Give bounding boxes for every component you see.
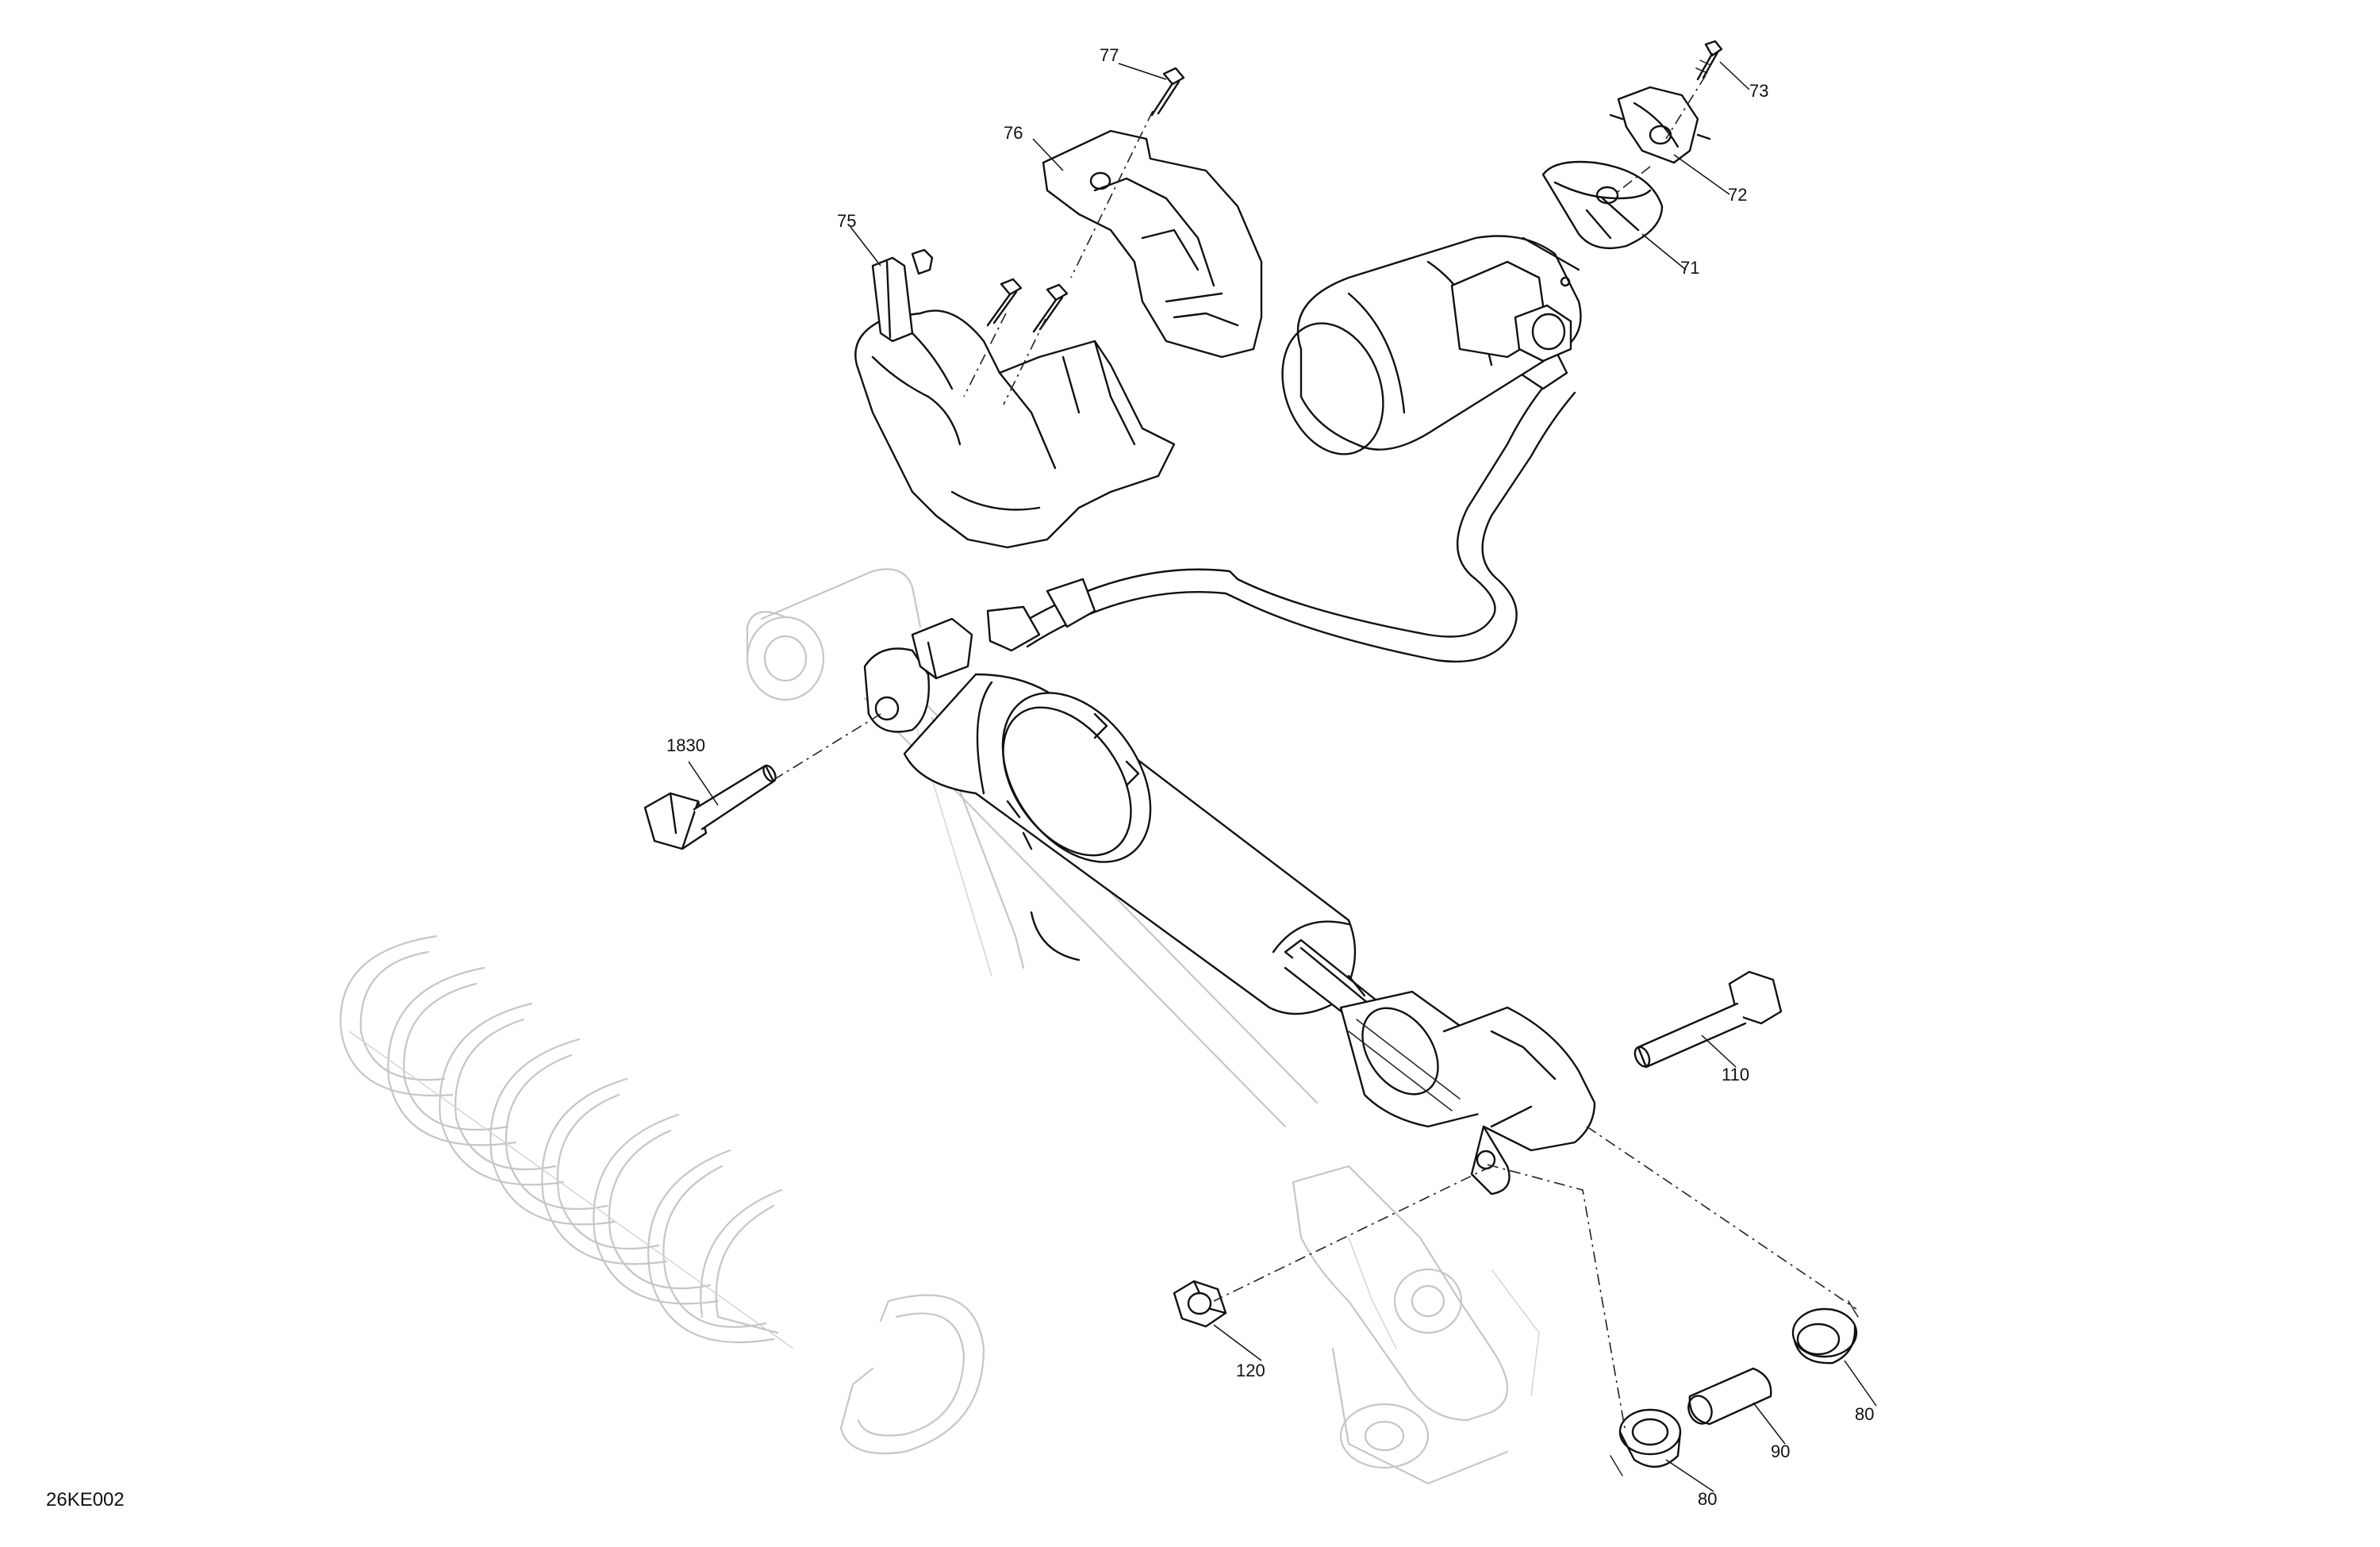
bolt-part-1830 bbox=[643, 764, 777, 850]
callout-110: 110 bbox=[1722, 1065, 1749, 1084]
retaining-clip-part bbox=[1609, 86, 1711, 164]
small-screw-part bbox=[1695, 40, 1723, 81]
clamp-sensor-part bbox=[871, 248, 934, 343]
document-code: 26KE002 bbox=[46, 1489, 125, 1511]
reservoir-hose bbox=[986, 340, 1576, 663]
callout-77: 77 bbox=[1100, 45, 1119, 65]
bolt-part-110 bbox=[1633, 970, 1783, 1069]
callout-90: 90 bbox=[1771, 1441, 1790, 1461]
callout-1830: 1830 bbox=[666, 735, 705, 755]
bushing-part-80-upper bbox=[1791, 1307, 1858, 1365]
assembly-axis-lines bbox=[773, 75, 1859, 1476]
callout-75: 75 bbox=[837, 211, 856, 231]
spacer-tube-part-90 bbox=[1687, 1367, 1772, 1426]
shock-absorber-body bbox=[863, 617, 1398, 1025]
reservoir-cap-part bbox=[1541, 160, 1664, 249]
ghost-coil-spring bbox=[340, 935, 794, 1349]
callout-72: 72 bbox=[1728, 185, 1747, 205]
nut-part-120 bbox=[1173, 1280, 1227, 1328]
callout-71: 71 bbox=[1680, 258, 1699, 278]
reservoir-canister bbox=[1281, 235, 1582, 455]
callout-labels: 77 76 75 73 72 71 1830 110 120 80 90 80 bbox=[666, 45, 1874, 1509]
callout-120: 120 bbox=[1236, 1361, 1265, 1380]
callout-80-lower: 80 bbox=[1698, 1489, 1717, 1509]
ghost-linkage-bracket bbox=[1292, 1165, 1540, 1485]
clamp-lower-part bbox=[854, 309, 1176, 549]
clamp-upper-part bbox=[1042, 129, 1263, 359]
callout-73: 73 bbox=[1749, 81, 1768, 101]
callout-80-upper: 80 bbox=[1855, 1404, 1874, 1424]
shock-rod-and-clevis bbox=[1284, 946, 1596, 1196]
callout-76: 76 bbox=[1004, 123, 1023, 143]
bushing-part-80-lower bbox=[1618, 1408, 1682, 1468]
callout-leader-lines bbox=[688, 61, 1877, 1492]
ghost-spring-retainer bbox=[839, 1294, 985, 1455]
